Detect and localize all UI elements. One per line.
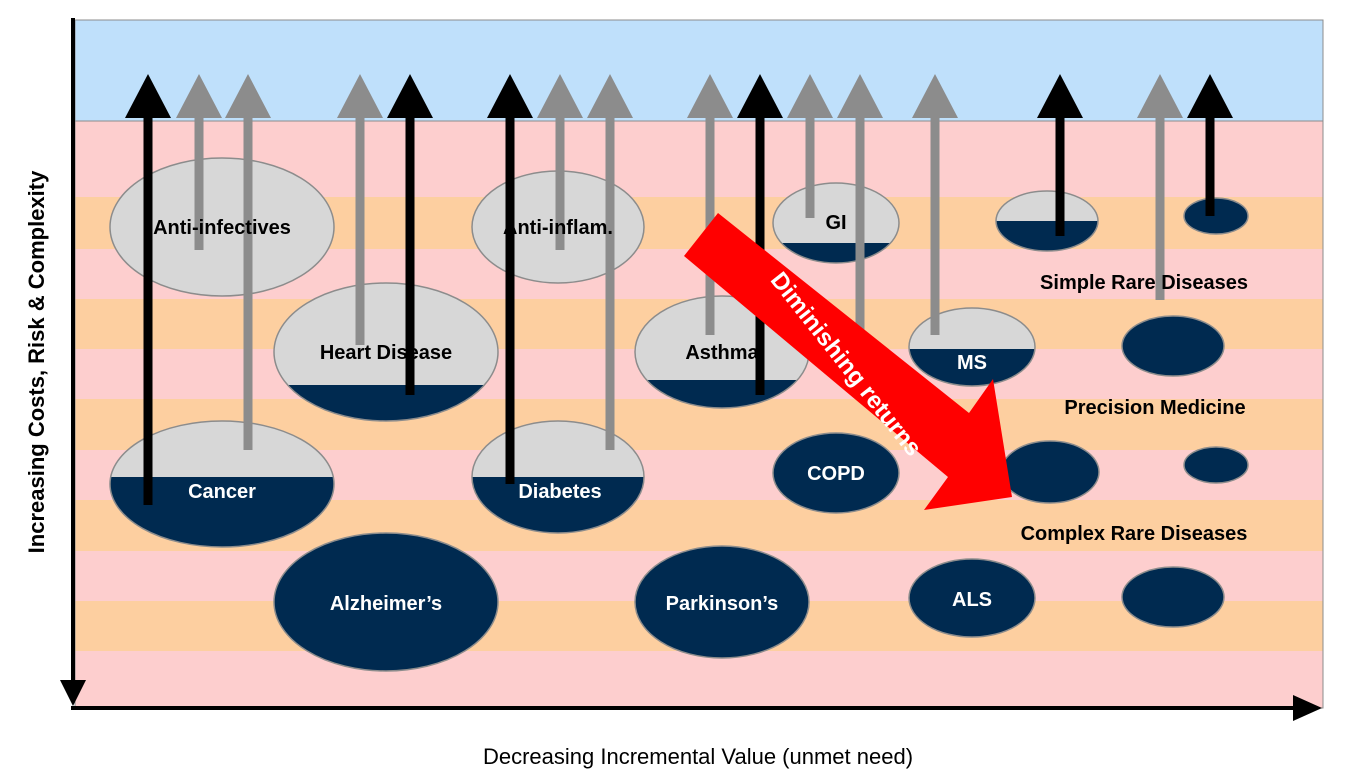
y-axis-arrowhead	[60, 680, 86, 706]
bubble-anti-infectives	[109, 157, 335, 297]
label-anti-infectives: Anti-infectives	[153, 217, 291, 239]
gray-arrow	[787, 74, 833, 218]
label-diabetes: Diabetes	[518, 481, 601, 503]
bubble-gi	[772, 182, 900, 264]
bubble-complex-rare	[1121, 566, 1225, 628]
label-cancer: Cancer	[188, 481, 256, 503]
gray-arrow	[1137, 74, 1183, 300]
bubble-labels: Anti-infectives Anti-inflam. GI Heart Di…	[153, 212, 992, 615]
gray-arrow	[912, 74, 958, 335]
bubble-precision-3	[1183, 446, 1249, 484]
gray-arrow	[837, 74, 883, 340]
label-gi: GI	[825, 212, 846, 234]
label-simple-rare-diseases: Simple Rare Diseases	[1040, 272, 1248, 294]
black-arrow	[387, 74, 433, 395]
gray-arrow	[176, 74, 222, 250]
bubble-rare-simple-2	[1183, 197, 1249, 235]
gray-arrow	[225, 74, 271, 450]
black-arrow	[1187, 74, 1233, 216]
bubble-copd	[772, 432, 900, 514]
label-copd: COPD	[807, 463, 865, 485]
x-axis-title: Decreasing Incremental Value (unmet need…	[482, 744, 914, 769]
label-parkinsons: Parkinson’s	[666, 593, 779, 615]
bubble-alzheimers	[273, 532, 499, 672]
label-asthma: Asthma	[685, 342, 759, 364]
gray-arrow	[537, 74, 583, 250]
bubble-precision-1	[1121, 315, 1225, 377]
category-labels: Simple Rare Diseases Precision Medicine …	[1021, 272, 1248, 545]
label-heart-disease: Heart Disease	[320, 342, 452, 364]
label-complex-rare-diseases: Complex Rare Diseases	[1021, 523, 1248, 545]
bubble-parkinsons	[634, 545, 810, 659]
label-ms: MS	[957, 352, 987, 374]
black-arrow	[487, 74, 533, 484]
label-anti-inflam: Anti-inflam.	[503, 217, 613, 239]
x-axis-arrowhead	[1293, 695, 1322, 721]
gray-arrow	[587, 74, 633, 450]
label-precision-medicine: Precision Medicine	[1064, 397, 1245, 419]
gray-arrows	[176, 74, 1183, 450]
gray-arrow	[337, 74, 383, 345]
black-arrow	[1037, 74, 1083, 236]
label-als: ALS	[952, 589, 992, 611]
y-axis-title: Increasing Costs, Risk & Complexity	[24, 170, 49, 554]
axes	[60, 18, 1322, 721]
black-arrow	[125, 74, 171, 505]
label-alzheimers: Alzheimer’s	[330, 593, 442, 615]
gray-arrow	[687, 74, 733, 335]
bubble-als	[908, 558, 1036, 638]
bubble-precision-2	[1000, 440, 1100, 504]
